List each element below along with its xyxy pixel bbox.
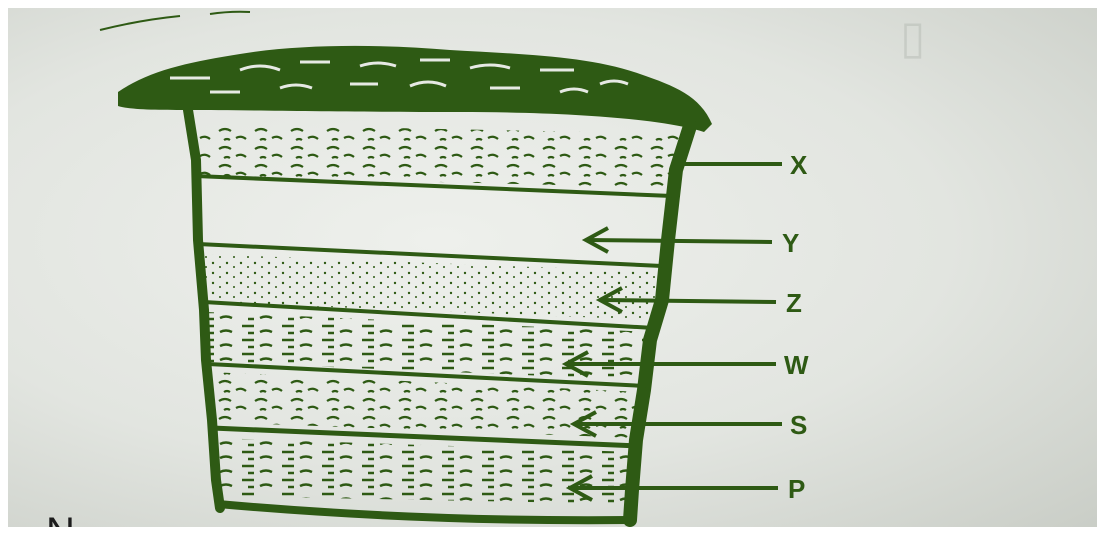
label-x: X	[790, 150, 808, 180]
left-border	[0, 0, 8, 533]
topsoil-layer	[118, 46, 712, 132]
label-z: Z	[786, 288, 802, 318]
top-border	[0, 0, 1097, 8]
bottom-border	[0, 527, 1097, 533]
layer-p	[214, 438, 634, 504]
label-w: W	[784, 350, 809, 380]
pointer-y	[586, 228, 772, 252]
label-y: Y	[782, 228, 799, 258]
label-p: P	[788, 474, 805, 504]
label-s: S	[790, 410, 807, 440]
scratch-mark	[100, 12, 250, 30]
